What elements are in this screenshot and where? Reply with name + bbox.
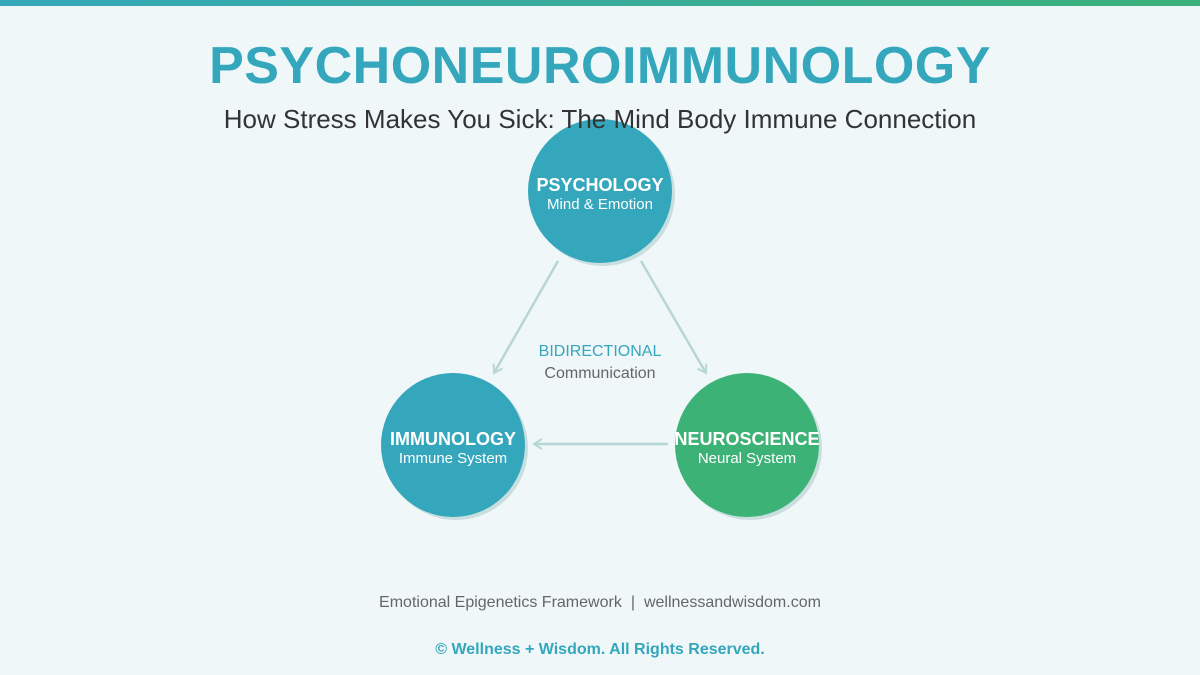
page-title: PSYCHONEUROIMMUNOLOGY <box>209 37 991 95</box>
node-immunology-circle <box>381 373 525 517</box>
top-accent-bar <box>0 0 1200 6</box>
arrow-psychology-to-immunology <box>492 260 560 375</box>
node-psychology-subtitle: Mind & Emotion <box>547 196 653 213</box>
node-immunology-title: IMMUNOLOGY <box>390 429 516 449</box>
node-immunology: IMMUNOLOGY Immune System <box>381 373 528 520</box>
node-neuroscience-title: NEUROSCIENCE <box>674 429 819 449</box>
page-subtitle: How Stress Makes You Sick: The Mind Body… <box>223 104 977 134</box>
node-neuroscience-subtitle: Neural System <box>698 450 796 467</box>
node-immunology-subtitle: Immune System <box>399 450 507 467</box>
node-neuroscience: NEUROSCIENCE Neural System <box>674 373 822 520</box>
node-psychology-title: PSYCHOLOGY <box>536 175 663 195</box>
node-neuroscience-circle <box>675 373 819 517</box>
footer-info: Emotional Epigenetics Framework | wellness… <box>0 593 1200 613</box>
arrow-psychology-to-neuroscience <box>639 260 708 375</box>
center-label-communication: Communication <box>544 365 656 382</box>
node-psychology-circle <box>528 119 672 263</box>
center-label-bidirectional: BIDIRECTIONAL <box>538 343 662 360</box>
node-psychology: PSYCHOLOGY Mind & Emotion <box>528 119 675 266</box>
footer-framework: Emotional Epigenetics Framework <box>379 594 622 611</box>
footer-website-link[interactable]: wellnessandwisdom.com <box>643 594 821 611</box>
footer-copyright: © Wellness + Wisdom. All Rights Reserved… <box>435 641 765 658</box>
footer-separator: | <box>630 594 635 611</box>
